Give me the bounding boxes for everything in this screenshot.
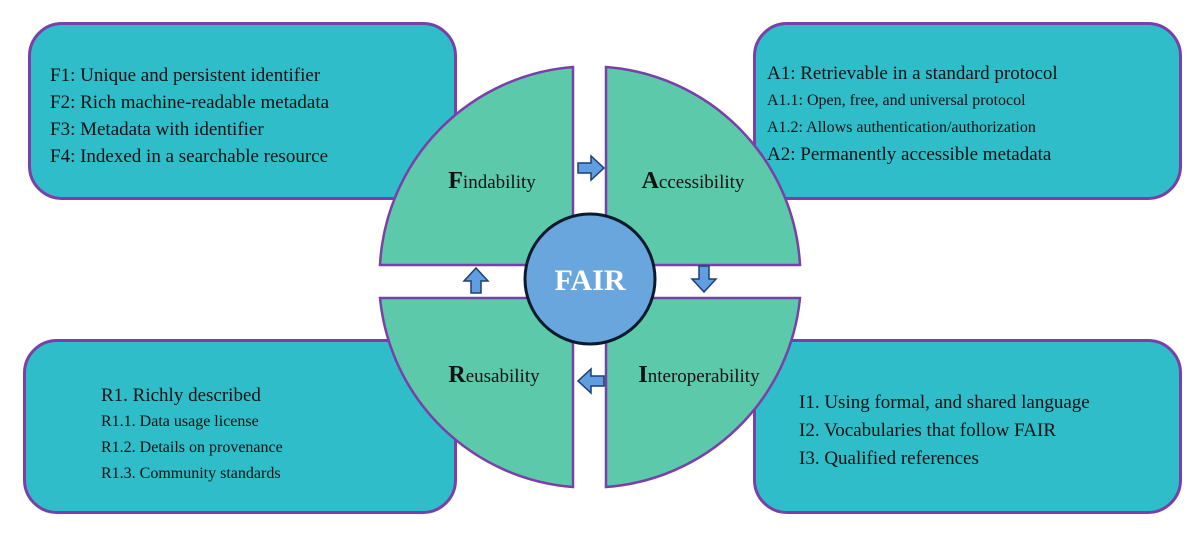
list-item: F2: Rich machine-readable metadata (50, 92, 330, 113)
findability-label: Findability (448, 168, 536, 194)
list-item: A1.2: Allows authentication/authorizatio… (767, 119, 1036, 136)
reusability-box (23, 339, 457, 514)
list-item: F3: Metadata with identifier (50, 119, 264, 140)
list-item: F4: Indexed in a searchable resource (50, 146, 329, 167)
interoperability-list: I1. Using formal, and shared language I2… (799, 389, 1090, 473)
reusability-label: Reusability (448, 362, 540, 388)
list-item: R1.3. Community standards (101, 465, 281, 482)
arrow-right-icon (577, 154, 606, 182)
accessibility-label: Accessibility (642, 168, 745, 194)
list-item: R1.2. Details on provenance (101, 439, 283, 456)
accessibility-quadrant (604, 65, 802, 267)
interoperability-box (753, 339, 1182, 514)
list-item: I2. Vocabularies that follow FAIR (799, 420, 1056, 441)
fair-center-circle (523, 212, 657, 346)
list-item: A1.1: Open, free, and universal protocol (767, 92, 1026, 109)
list-item: F1: Unique and persistent identifier (50, 65, 321, 86)
arrow-left-icon (576, 367, 605, 395)
list-item: I3. Qualified references (799, 448, 979, 469)
fair-center-label: FAIR (554, 264, 625, 297)
findability-list: F1: Unique and persistent identifier F2:… (50, 62, 329, 170)
accessibility-list: A1: Retrievable in a standard protocol A… (767, 60, 1058, 168)
arrow-down-icon (690, 265, 718, 294)
arrow-up-icon (462, 266, 490, 294)
findability-box (28, 22, 457, 200)
interoperability-quadrant (604, 296, 802, 489)
reusability-list: R1. Richly described R1.1. Data usage li… (101, 383, 283, 487)
list-item: A2: Permanently accessible metadata (767, 144, 1052, 165)
accessibility-box (753, 22, 1182, 200)
list-item: I1. Using formal, and shared language (799, 392, 1090, 413)
interoperability-label: Interoperability (638, 362, 760, 388)
list-item: R1.1. Data usage license (101, 413, 259, 430)
findability-quadrant (378, 65, 575, 267)
reusability-quadrant (378, 296, 575, 489)
list-item: R1. Richly described (101, 385, 261, 406)
list-item: A1: Retrievable in a standard protocol (767, 63, 1058, 84)
